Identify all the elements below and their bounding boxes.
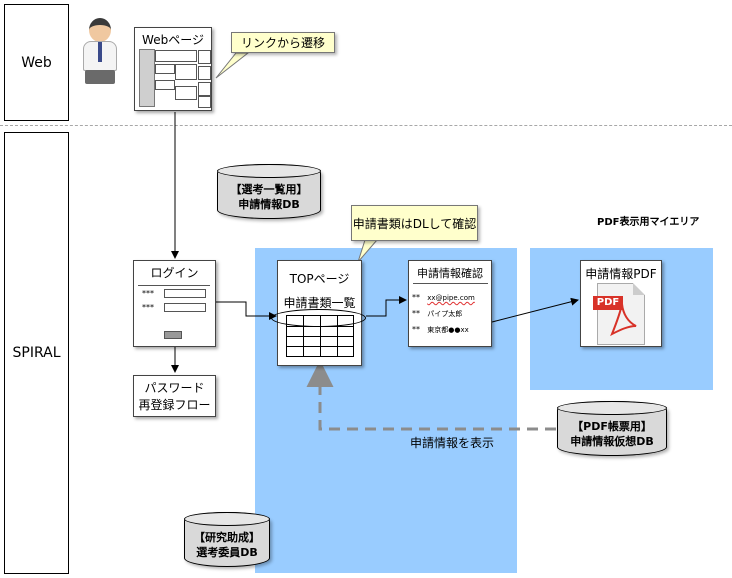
application-confirm: 申請情報確認 ** xx@pipe.com ** パイプ太郎 ** 東京都●●x… — [408, 260, 492, 347]
login-title: ログイン — [150, 266, 199, 280]
callout-dl-tail — [357, 239, 379, 263]
login-field-label-2: *** — [142, 303, 154, 312]
confirm-name: パイプ太郎 — [427, 310, 463, 318]
confirm-email: xx@pipe.com — [427, 294, 475, 302]
confirm-address: 東京都●●xx — [427, 326, 469, 334]
webpage-mockup: Webページ — [134, 27, 212, 111]
login-password-field — [164, 303, 206, 312]
web-lane-label: Web — [21, 54, 52, 71]
application-pdf: 申請情報PDF PDF — [580, 260, 662, 347]
arrow-confirm-to-pdf — [491, 297, 579, 323]
login-screen: ログイン *** *** — [133, 260, 216, 347]
db-pdf-line2: 申請情報仮想DB — [570, 434, 654, 448]
login-button — [164, 331, 182, 339]
callout-link: リンクから遷移 — [231, 32, 335, 53]
confirm-row-mark: ** — [412, 293, 420, 302]
web-lane: Web — [4, 4, 69, 121]
pdf-area-label: PDF表示用マイエリア — [597, 217, 700, 228]
login-field-label-1: *** — [142, 289, 154, 298]
db-selection-list: 【選考一覧用】 申請情報DB — [217, 164, 321, 219]
pdf-title: 申請情報PDF — [585, 267, 657, 281]
db-research-line1: 【研究助成】 — [194, 530, 260, 544]
user-icon — [80, 18, 120, 84]
password-line2: 再登録フロー — [138, 398, 211, 412]
db-research-line2: 選考委員DB — [196, 545, 258, 559]
pdf-file-icon: PDF — [593, 283, 645, 345]
db-pdf-line1: 【PDF帳票用】 — [572, 419, 652, 433]
password-line1: パスワード — [144, 381, 205, 395]
db-research-committee: 【研究助成】 選考委員DB — [184, 512, 270, 567]
pdf-badge-label: PDF — [593, 296, 623, 310]
db-selection-line1: 【選考一覧用】 — [230, 182, 308, 196]
confirm-row: ** パイプ太郎 — [412, 309, 462, 319]
lane-separator — [0, 125, 732, 126]
db-selection-line2: 申請情報DB — [238, 197, 300, 211]
db-pdf-virtual: 【PDF帳票用】 申請情報仮想DB — [557, 401, 667, 456]
arrow-top-to-confirm — [366, 296, 407, 317]
callout-link-tail — [215, 52, 250, 79]
confirm-row: ** xx@pipe.com — [412, 293, 475, 302]
webpage-title: Webページ — [142, 33, 204, 47]
callout-dl-text: 申請書類はDLして確認 — [352, 216, 477, 231]
callout-link-text: リンクから遷移 — [240, 36, 325, 50]
document-list-highlight-ellipse — [271, 309, 366, 327]
top-page-subtitle: 申請書類一覧 — [283, 296, 356, 310]
confirm-title: 申請情報確認 — [417, 267, 483, 280]
login-id-field — [164, 289, 206, 298]
arrow-login-to-top — [216, 301, 277, 320]
show-info-label: 申請情報を表示 — [410, 436, 495, 450]
confirm-row-mark: ** — [412, 325, 420, 334]
top-page-title: TOPページ — [289, 272, 350, 286]
callout-dl: 申請書類はDLして確認 — [351, 205, 478, 241]
acrobat-logo-icon — [610, 303, 637, 337]
dashed-return-arrow — [306, 360, 556, 431]
spiral-lane: SPIRAL — [4, 132, 69, 574]
confirm-row-mark: ** — [412, 309, 420, 318]
password-reregistration: パスワード 再登録フロー — [133, 375, 216, 417]
confirm-row: ** 東京都●●xx — [412, 325, 469, 335]
spiral-lane-label: SPIRAL — [12, 345, 61, 361]
